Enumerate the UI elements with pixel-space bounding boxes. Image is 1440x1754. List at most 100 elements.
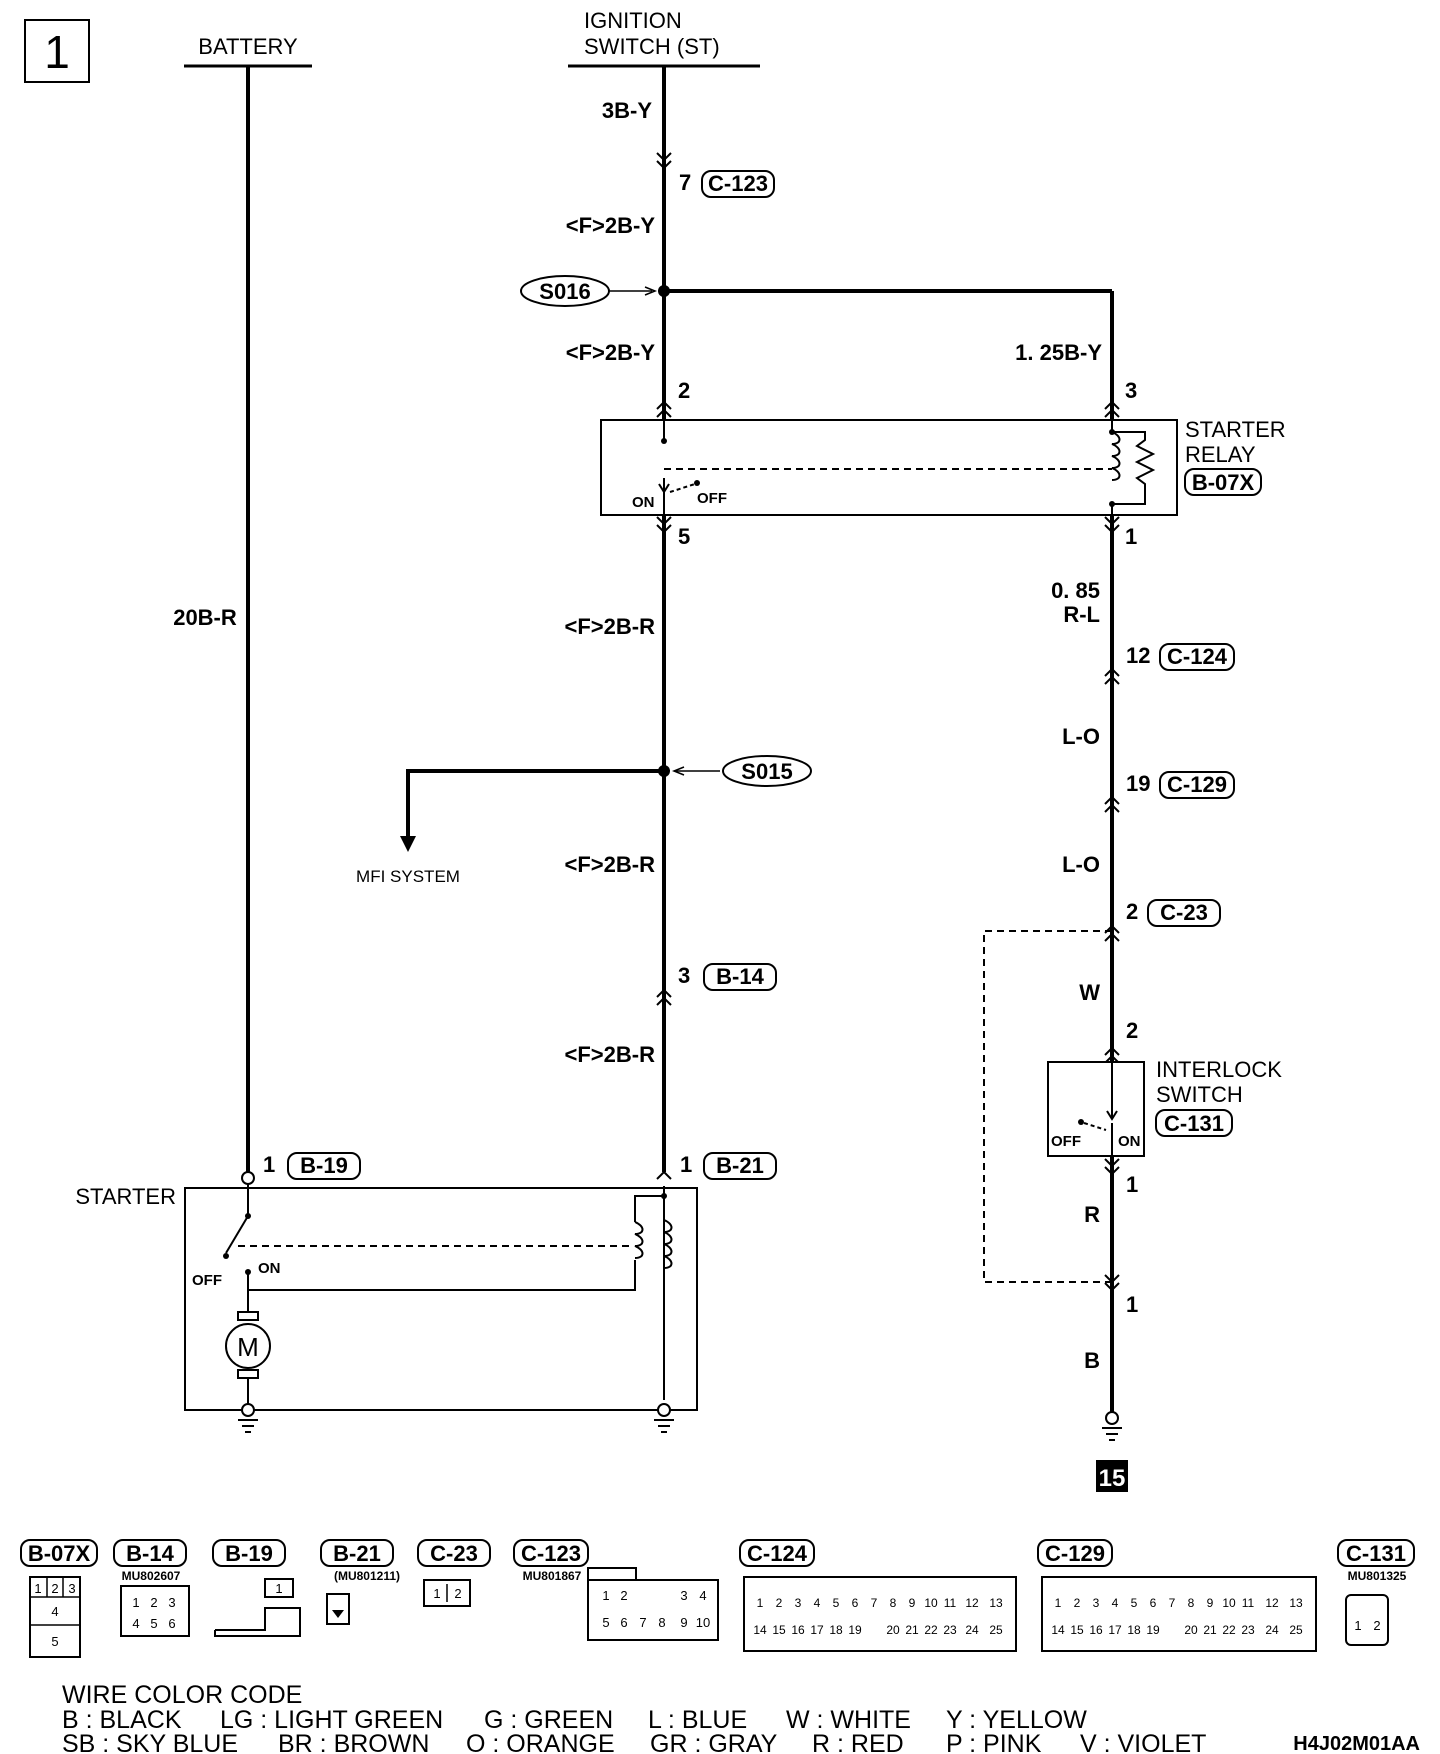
- svg-text:8: 8: [890, 1596, 897, 1610]
- svg-text:6: 6: [168, 1616, 175, 1631]
- b14-pin: 3: [678, 963, 690, 988]
- b14-badge: [703, 963, 777, 991]
- wire-color-code: WIRE COLOR CODE B : BLACK LG : LIGHT GRE…: [62, 1681, 1206, 1754]
- svg-text:3: 3: [168, 1595, 175, 1610]
- svg-text:12: 12: [965, 1596, 979, 1610]
- svg-text:16: 16: [1089, 1623, 1103, 1637]
- svg-text:17: 17: [810, 1623, 824, 1637]
- svg-text:2: 2: [776, 1596, 783, 1610]
- svg-text:B-14: B-14: [126, 1541, 174, 1566]
- svg-text:G : GREEN: G : GREEN: [484, 1706, 613, 1734]
- svg-text:25: 25: [1289, 1623, 1303, 1637]
- starter-relay-name-2: RELAY: [1185, 442, 1256, 467]
- c123-pin: 7: [679, 170, 691, 195]
- svg-text:2: 2: [150, 1595, 157, 1610]
- svg-text:10: 10: [1222, 1596, 1236, 1610]
- relay-out-color-a: 0. 85: [1051, 578, 1100, 603]
- svg-text:W : WHITE: W : WHITE: [786, 1706, 911, 1734]
- main-color-1: <F>2B-R: [565, 614, 656, 639]
- c129-label: C-129: [1167, 772, 1227, 797]
- svg-text:5: 5: [150, 1616, 157, 1631]
- svg-text:2: 2: [51, 1581, 58, 1596]
- svg-text:7: 7: [871, 1596, 878, 1610]
- b19-label: B-19: [300, 1153, 348, 1178]
- interlock-pin-2: 2: [1126, 1018, 1138, 1043]
- page-number-box: [24, 19, 90, 83]
- legend-b14: B-14 MU802607 1 2 3 4 5 6: [113, 1539, 190, 1637]
- svg-text:10: 10: [924, 1596, 938, 1610]
- b21-label: B-21: [716, 1153, 764, 1178]
- svg-text:O : ORANGE: O : ORANGE: [466, 1730, 615, 1754]
- svg-text:2: 2: [1074, 1596, 1081, 1610]
- svg-text:9: 9: [1207, 1596, 1214, 1610]
- connector-legend: B-07X 1 2 3 4 5 B-14 MU802607 1 2 3 4 5 …: [20, 1539, 1415, 1658]
- svg-text:15: 15: [1070, 1623, 1084, 1637]
- b14-label: B-14: [716, 964, 764, 989]
- svg-text:3: 3: [680, 1588, 687, 1603]
- main-color-2: <F>2B-R: [565, 852, 656, 877]
- svg-text:20: 20: [1184, 1623, 1198, 1637]
- svg-text:1: 1: [602, 1588, 609, 1603]
- svg-text:18: 18: [829, 1623, 843, 1637]
- lo-color-1: L-O: [1062, 724, 1100, 749]
- b07x-label: B-07X: [1192, 470, 1255, 495]
- battery-label: BATTERY: [198, 34, 298, 59]
- mfi-arrow: [400, 836, 416, 852]
- interlock-name-1: INTERLOCK: [1156, 1057, 1282, 1082]
- svg-text:1: 1: [34, 1581, 41, 1596]
- interlock-switch-box: [1047, 1061, 1145, 1157]
- b21-pin: 1: [680, 1152, 692, 1177]
- svg-text:BR : BROWN: BR : BROWN: [278, 1730, 429, 1754]
- relay-out-color-b: R-L: [1063, 602, 1100, 627]
- c129-pin: 19: [1126, 771, 1150, 796]
- ign-wire-color-f1: <F>2B-Y: [566, 213, 656, 238]
- starter-on-label: ON: [258, 1260, 281, 1277]
- svg-text:12: 12: [1265, 1596, 1279, 1610]
- svg-text:5: 5: [833, 1596, 840, 1610]
- svg-text:9: 9: [909, 1596, 916, 1610]
- c131-badge: [1155, 1109, 1233, 1137]
- page-number: 1: [44, 26, 70, 78]
- starter-relay-box: [600, 419, 1178, 516]
- svg-text:P : PINK: P : PINK: [946, 1730, 1042, 1754]
- main-color-3: <F>2B-R: [565, 1042, 656, 1067]
- svg-text:5: 5: [602, 1615, 609, 1630]
- svg-text:B-21: B-21: [333, 1541, 381, 1566]
- interlock-off-label: OFF: [1051, 1133, 1081, 1150]
- svg-text:18: 18: [1127, 1623, 1141, 1637]
- svg-text:4: 4: [699, 1588, 706, 1603]
- legend-c124: C-124 1 2 3 4 5 6 7 8 9 10 11 12 13 14 1…: [739, 1539, 1017, 1652]
- b19-pin: 1: [263, 1152, 275, 1177]
- svg-text:7: 7: [1169, 1596, 1176, 1610]
- svg-text:11: 11: [944, 1596, 957, 1610]
- c129-badge: [1159, 771, 1235, 799]
- s016-label: S016: [539, 279, 590, 304]
- legend-c123: C-123 MU801867 1 2 3 4 5 6 7 8 9 10: [513, 1539, 719, 1641]
- svg-text:8: 8: [1188, 1596, 1195, 1610]
- relay-branch-color: 1. 25B-Y: [1015, 340, 1102, 365]
- c124-label: C-124: [1167, 644, 1228, 669]
- svg-text:3: 3: [795, 1596, 802, 1610]
- svg-text:17: 17: [1108, 1623, 1122, 1637]
- svg-text:20: 20: [886, 1623, 900, 1637]
- svg-text:1: 1: [433, 1586, 440, 1601]
- starter-relay-name-1: STARTER: [1185, 417, 1286, 442]
- c23-label: C-23: [1160, 900, 1208, 925]
- b19-badge: [287, 1152, 361, 1180]
- svg-text:8: 8: [658, 1615, 665, 1630]
- svg-text:4: 4: [51, 1604, 58, 1619]
- ign-wire-color-f2: <F>2B-Y: [566, 340, 656, 365]
- starter-box: [184, 1187, 698, 1411]
- svg-text:19: 19: [1146, 1623, 1160, 1637]
- svg-text:R : RED: R : RED: [812, 1730, 904, 1754]
- svg-text:LG : LIGHT GREEN: LG : LIGHT GREEN: [220, 1706, 443, 1734]
- ground-ref-box: [1096, 1460, 1128, 1492]
- svg-text:21: 21: [905, 1623, 919, 1637]
- svg-text:13: 13: [989, 1596, 1003, 1610]
- interlock-bypass-dashed: [983, 930, 1112, 1283]
- svg-text:C-123: C-123: [521, 1541, 581, 1566]
- svg-text:24: 24: [1265, 1623, 1279, 1637]
- svg-text:WIRE COLOR CODE: WIRE COLOR CODE: [62, 1681, 302, 1709]
- svg-text:GR : GRAY: GR : GRAY: [650, 1730, 778, 1754]
